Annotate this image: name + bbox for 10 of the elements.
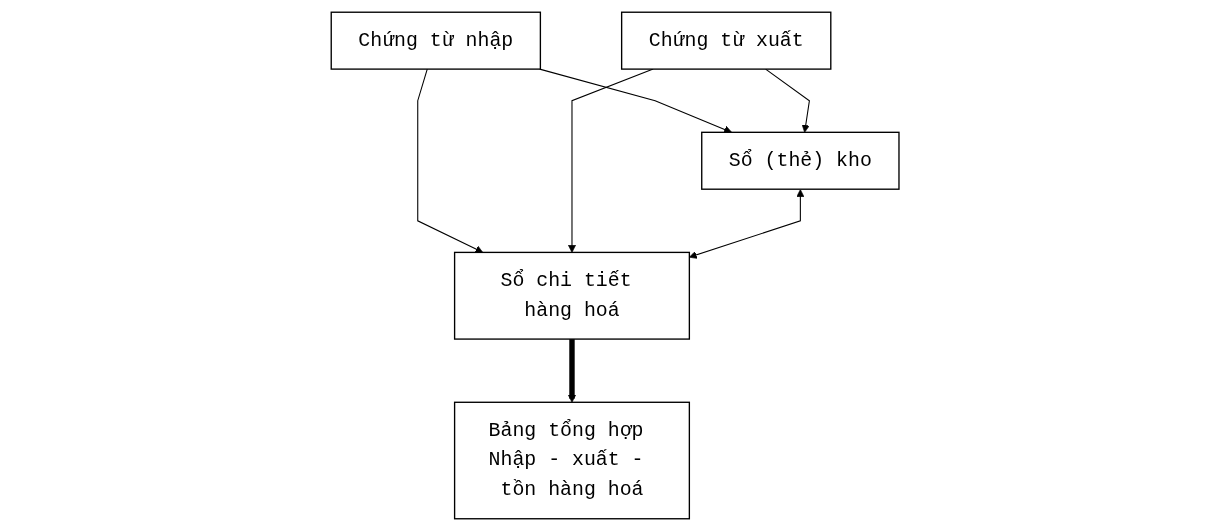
arrow	[689, 189, 805, 259]
node-box: Sổ (thẻ) kho	[701, 131, 901, 190]
node-box: Bảng tổng hợp Nhập - xuất - tồn hàng hoá	[454, 401, 691, 520]
arrow	[765, 68, 811, 133]
node-box: Chứng từ xuất	[621, 11, 832, 70]
arrow	[568, 339, 577, 403]
arrow	[417, 68, 484, 253]
node-box: Chứng từ nhập	[330, 11, 542, 70]
arrow	[539, 68, 733, 134]
node-box: Sổ chi tiết hàng hoá	[454, 251, 691, 340]
